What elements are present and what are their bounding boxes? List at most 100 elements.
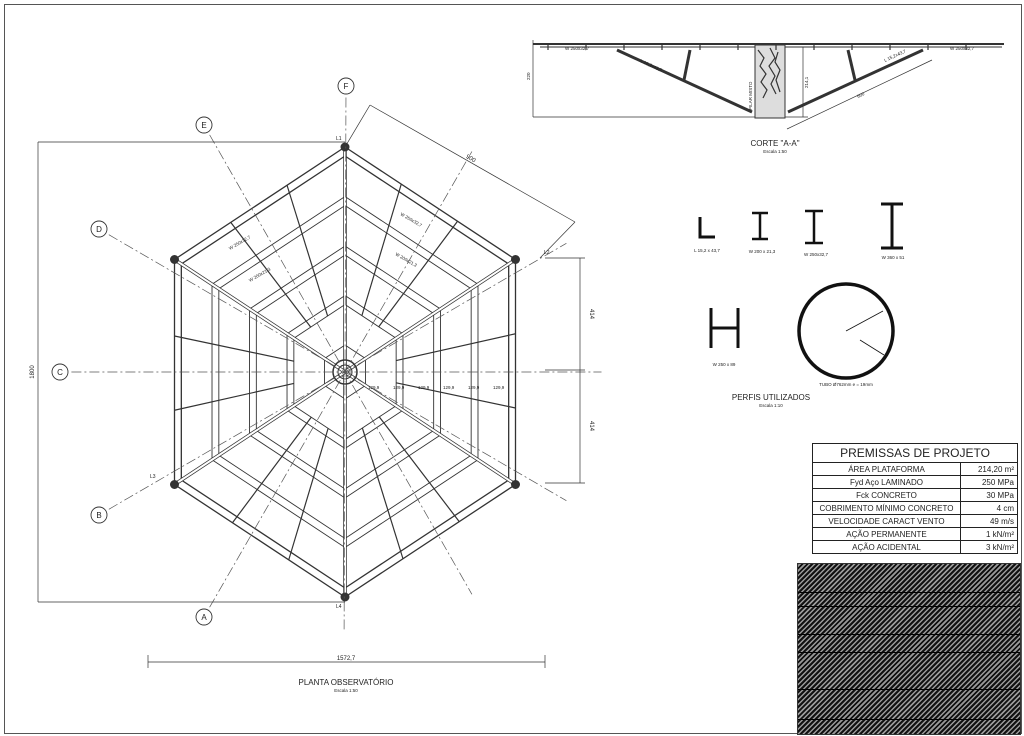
pillar-label: PILAR MISTO xyxy=(748,81,753,110)
section-scale: Escala 1:50 xyxy=(763,149,787,154)
joist xyxy=(361,427,404,559)
axis-line xyxy=(108,242,567,510)
joist xyxy=(396,382,516,409)
section-view xyxy=(532,40,1004,130)
row-label: COBRIMENTO MÍNIMO CONCRETO xyxy=(812,501,961,515)
node-label: L4 xyxy=(336,604,342,610)
radial-dim: 129,9 xyxy=(393,385,405,390)
dim-bottom: 1572,7 xyxy=(337,656,356,662)
axis-line xyxy=(343,97,347,630)
brace-label-left: L 15,2x43,7 xyxy=(640,58,664,73)
profile-name: W 360 x 51 xyxy=(882,255,905,260)
section-dim-diag: 600 xyxy=(856,91,865,99)
axis-line xyxy=(209,151,473,608)
beam-label-left: W 250x32,7 xyxy=(565,46,590,51)
axis-label: D xyxy=(96,225,102,234)
node-label: L2 xyxy=(544,250,550,256)
row-value: 49 m/s xyxy=(960,514,1018,528)
section-title: CORTE "A-A" xyxy=(750,139,799,148)
profile-name: W 250x32,7 xyxy=(804,252,829,257)
axis-line xyxy=(209,134,473,595)
axis-label: B xyxy=(96,511,101,520)
profiles-title: PERFIS UTILIZADOS xyxy=(732,393,810,402)
section-joists xyxy=(547,44,967,50)
section-dim-height: 220 xyxy=(526,72,531,80)
plan-scale: Escala 1:50 xyxy=(334,688,358,693)
joist xyxy=(230,222,312,328)
joist xyxy=(288,428,329,561)
drawing-sheet xyxy=(4,4,1022,734)
row-value: 214,20 m² xyxy=(960,462,1018,476)
joist xyxy=(378,416,460,522)
dim-right-upper: 414 xyxy=(588,309,594,320)
joist xyxy=(231,416,312,524)
row-label: AÇÃO PERMANENTE xyxy=(812,527,961,541)
row-value: 250 MPa xyxy=(960,475,1018,489)
axis-bubble xyxy=(90,506,108,524)
node xyxy=(510,480,520,489)
beam-label-right: W 250x32,7 xyxy=(950,46,975,51)
profiles-scale: Escala 1:10 xyxy=(759,403,783,408)
brace-label-right: L 15,2x43,7 xyxy=(883,48,907,63)
row-value: 3 kN/m² xyxy=(960,540,1018,554)
profile-name: W 200 x 21,3 xyxy=(749,249,776,254)
member-label: W 250x32,7 xyxy=(228,234,252,251)
member-label: W 200x21,3 xyxy=(248,266,272,283)
dim-right-lower: 414 xyxy=(588,421,594,432)
radial-dim: 129,9 xyxy=(493,385,505,390)
node xyxy=(510,255,520,264)
profile-name: L 15,2 x 43,7 xyxy=(694,248,720,253)
row-label: Fyd Aço LAMINADO xyxy=(812,475,961,489)
axis-bubble xyxy=(51,363,69,381)
row-label: VELOCIDADE CARACT VENTO xyxy=(812,514,961,528)
joist xyxy=(396,333,516,362)
joist xyxy=(286,185,329,317)
axis-bubble xyxy=(195,608,213,626)
member-label: W 200x21,3 xyxy=(395,252,419,269)
node xyxy=(170,255,180,264)
joist xyxy=(361,183,402,316)
row-label: ÁREA PLATAFORMA xyxy=(812,462,961,476)
axis-bubble xyxy=(195,116,213,134)
node xyxy=(170,480,180,489)
section-dim-right: 214,1 xyxy=(804,76,809,88)
joist xyxy=(174,335,294,362)
joist xyxy=(378,220,459,328)
node-label: L1 xyxy=(336,136,342,142)
row-value: 30 MPa xyxy=(960,488,1018,502)
premissas-title: PREMISSAS DE PROJETO xyxy=(812,443,1018,463)
profile-name: TUBO Ø762mm e = 19mm xyxy=(819,382,873,387)
plan-title: PLANTA OBSERVATÓRIO xyxy=(299,678,394,687)
dim-left: 1800 xyxy=(30,365,36,379)
axis-bubble xyxy=(90,220,108,238)
axis-label: E xyxy=(201,121,206,130)
plan-dimensions xyxy=(37,104,585,668)
axis-label: C xyxy=(57,368,63,377)
dim-top: 900 xyxy=(465,154,477,165)
axis-bubble xyxy=(337,77,355,95)
title-block-hatched xyxy=(797,563,1021,735)
row-label: AÇÃO ACIDENTAL xyxy=(812,540,961,554)
joist xyxy=(174,382,294,411)
profile-drawings xyxy=(698,202,903,380)
radial-dim: 129,9 xyxy=(368,385,380,390)
row-value: 4 cm xyxy=(960,501,1018,515)
node xyxy=(340,592,350,602)
radial-dim: 129,9 xyxy=(468,385,480,390)
profile-name: W 250 x 89 xyxy=(713,362,736,367)
axis-label: A xyxy=(201,613,207,622)
axis-line xyxy=(108,234,567,502)
node-label: L3 xyxy=(150,474,156,480)
row-value: 1 kN/m² xyxy=(960,527,1018,541)
